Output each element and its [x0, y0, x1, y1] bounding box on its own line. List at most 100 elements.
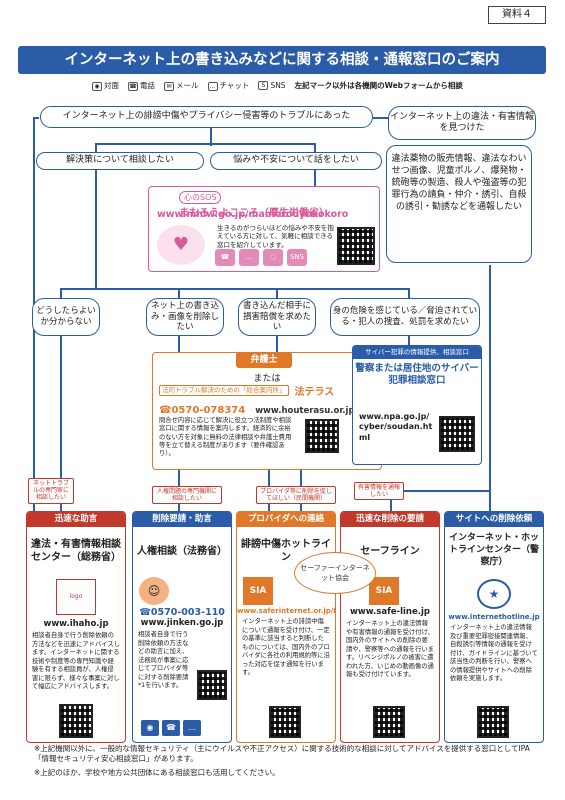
sia-logo-icon: SIA [243, 577, 273, 605]
card-url[interactable]: www.saferinternet.or.jp/bullying/ [237, 607, 335, 615]
card-url[interactable]: www.jinken.go.jp [140, 618, 224, 628]
legend-mail: メール [176, 81, 199, 90]
ihaho-logo-icon: logo [56, 579, 96, 615]
card-safe-line: 迅速な削除の要請 セーフライン SIA www.safe-line.jp インタ… [340, 511, 440, 743]
card-phone[interactable]: ☎0570-003-110 [139, 607, 225, 618]
legend-face: 対面 [104, 81, 119, 90]
chat-icon: … [207, 81, 218, 91]
police-logo-icon: ★ [477, 579, 511, 609]
qr-code [337, 227, 375, 265]
illegal-info-box: インターネット上の違法・有害情報を見つけた [388, 106, 536, 140]
flow-line [178, 288, 180, 298]
mail-icon: ✉ [164, 81, 174, 91]
card-description: インターネット上の違法情報及び重要犯罪密接関連情報、自殺誘引等情報の通報を受け付… [450, 624, 538, 682]
worry-box: 悩みや不安について話をしたい [210, 152, 382, 170]
flow-line [33, 117, 39, 119]
flow-line [373, 117, 388, 119]
solve-box: 解決策について相談したい [36, 152, 204, 170]
question-danger: 身の危険を感じている／脅迫されている・犯人の捜査、処罰を求めたい [330, 298, 480, 336]
card-head: サイトへの削除依頼 [445, 512, 543, 527]
houterasu-phone[interactable]: 0570-078374 [171, 405, 246, 416]
card-phone-number[interactable]: 0570-003-110 [150, 607, 225, 618]
mascot-icon: ☺ [139, 577, 169, 605]
tag-expert: ネットトラブルの専門家に相談したい [28, 478, 74, 504]
card-bullying-hotline: プロバイダへの連絡 誹謗中傷ホットライン SIA www.saferintern… [236, 511, 336, 743]
qr-code [197, 670, 227, 700]
tag-human-rights: 人権問題の専門機関に相談したい [152, 486, 222, 505]
card-head: 迅速な助言 [27, 512, 125, 527]
card-url[interactable]: www.internethotline.jp [448, 613, 540, 621]
illegal-list-box: 違法薬物の販売情報、違法なわいせつ画像、児童ポルノ、爆発物・銃砲等の製造、殺人や… [386, 145, 532, 263]
chat-icon: … [239, 249, 259, 266]
document-label: 資料４ [488, 6, 546, 24]
flow-line [210, 126, 212, 146]
cyber-tag: サイバー犯罪の情報提供、相談窓口 [353, 346, 481, 359]
card-name: インターネット・ホットラインセンター（警察庁） [448, 533, 539, 567]
sns-icon: SNS [287, 249, 307, 266]
sos-badge: 心のSOS [179, 191, 222, 204]
card-description: 相談者自身で行う削除依頼の方法などを迅速にアドバイスします。インターネットに関す… [32, 632, 120, 690]
flow-line [276, 288, 278, 298]
qr-code [439, 416, 475, 452]
card-name: 違法・有害情報相談センター（総務省） [31, 539, 121, 563]
flow-line [95, 168, 97, 290]
card-ihaho: 迅速な助言 違法・有害情報相談センター（総務省） logo www.ihaho.… [26, 511, 126, 743]
flow-line [408, 288, 410, 298]
houterasu-phone-row: ☎0570-078374 www.houterasu.or.jp [159, 405, 355, 416]
houterasu-panel: または 法的トラブル解決のための「総合案内所」 法テラス ☎0570-07837… [152, 352, 382, 470]
card-name: セーフライン [360, 545, 420, 557]
tag-provider: プロバイダ等に削除を促してほしい（民間機関） [256, 486, 336, 505]
privacy-trouble-box: インターネット上の誹謗中傷やプライバシー侵害等のトラブルにあった [40, 106, 373, 128]
card-description: 相談者自身で行う削除依頼の方法などの助言に加え、法務局が事案に応じてプロバイダ等… [138, 631, 189, 689]
legend-sns: SNS [270, 80, 286, 90]
flow-line [390, 490, 490, 492]
card-url[interactable]: www.ihaho.jp [43, 619, 109, 629]
legend-phone: 電話 [140, 81, 155, 90]
mamorouyo-kokoro-panel: 心のSOS まもろうよこころ（厚生労働省） www.mhlw.go.jp/mamo… [148, 186, 380, 272]
cyber-url[interactable]: www.npa.go.jp/cyber/soudan.html [359, 412, 433, 442]
houterasu-name: 法テラス [294, 387, 335, 398]
sns-icon: S [258, 81, 269, 91]
page-title: インターネット上の書き込みなどに関する相談・通報窓口のご案内 [18, 46, 546, 74]
flow-line [489, 265, 491, 511]
sos-description: 生きるのがつらいほどの悩みや不安を抱えている方に対して、気軽に相談できる窓口を紹… [217, 224, 334, 249]
qr-code [373, 706, 405, 738]
sos-name: まもろうよこころ（厚生労働省） [179, 208, 329, 219]
phone-icon: ☎ [215, 249, 235, 266]
phone-icon: ☎ [162, 720, 180, 736]
contact-icons: ◉ ☎ … [141, 720, 201, 736]
houterasu-tag: 法的トラブル解決のための「総合案内所」 [159, 384, 289, 397]
card-name: 人権相談（法務省） [137, 545, 227, 557]
chat-icon: ◌ [263, 249, 283, 266]
flow-line [390, 490, 392, 511]
card-description: インターネット上の違法情報や有害情報の通報を受け付け、国内外のサイトへの削除の要… [346, 620, 434, 678]
flow-line [60, 336, 62, 511]
flow-line [314, 143, 316, 153]
sos-url[interactable]: www.mhlw.go.jp/mamorouyokokoro [157, 209, 349, 220]
cyber-name: 警察または居住地のサイバー犯罪相談窓口 [355, 363, 479, 387]
legend-chat: チャット [219, 81, 250, 90]
tag-report: 有害情報を通報したい [354, 482, 404, 501]
question-damages: 書き込んだ相手に損害賠償を求めたい [238, 298, 316, 336]
lawyer-label: 弁護士 [236, 352, 292, 368]
flow-line [95, 143, 97, 153]
card-url[interactable]: www.safe-line.jp [350, 607, 430, 617]
flow-line [314, 168, 316, 186]
houterasu-description: 問合せ内容に応じて解決に役立つ法制度や相談窓口に関する情報を案内します。経済的に… [159, 417, 292, 458]
sos-sns-label: SNS [289, 253, 305, 261]
sos-header: 心のSOS まもろうよこころ（厚生労働省） [179, 191, 379, 219]
legend-note: 左記マーク以外は各機関のWebフォームから相談 [294, 81, 463, 90]
qr-code [59, 704, 93, 738]
cyber-crime-panel: サイバー犯罪の情報提供、相談窓口 警察または居住地のサイバー犯罪相談窓口 www… [352, 345, 482, 465]
houterasu-url[interactable]: www.houterasu.or.jp [255, 406, 355, 416]
safer-internet-association: セーファーインターネット協会 [294, 552, 376, 594]
heart-hands-icon: ♥ [157, 225, 205, 265]
question-delete: ネット上の書き込み・画像を削除したい [146, 298, 224, 336]
card-jinken: 削除要請・助言 人権相談（法務省） ☺ ☎0570-003-110 www.ji… [132, 511, 232, 743]
flow-line [60, 288, 62, 298]
qr-code [269, 706, 301, 738]
card-internet-hotline: サイトへの削除依頼 インターネット・ホットラインセンター（警察庁） ★ www.… [444, 511, 544, 743]
phone-icon: ☎ [128, 81, 138, 91]
qr-code [305, 419, 339, 453]
